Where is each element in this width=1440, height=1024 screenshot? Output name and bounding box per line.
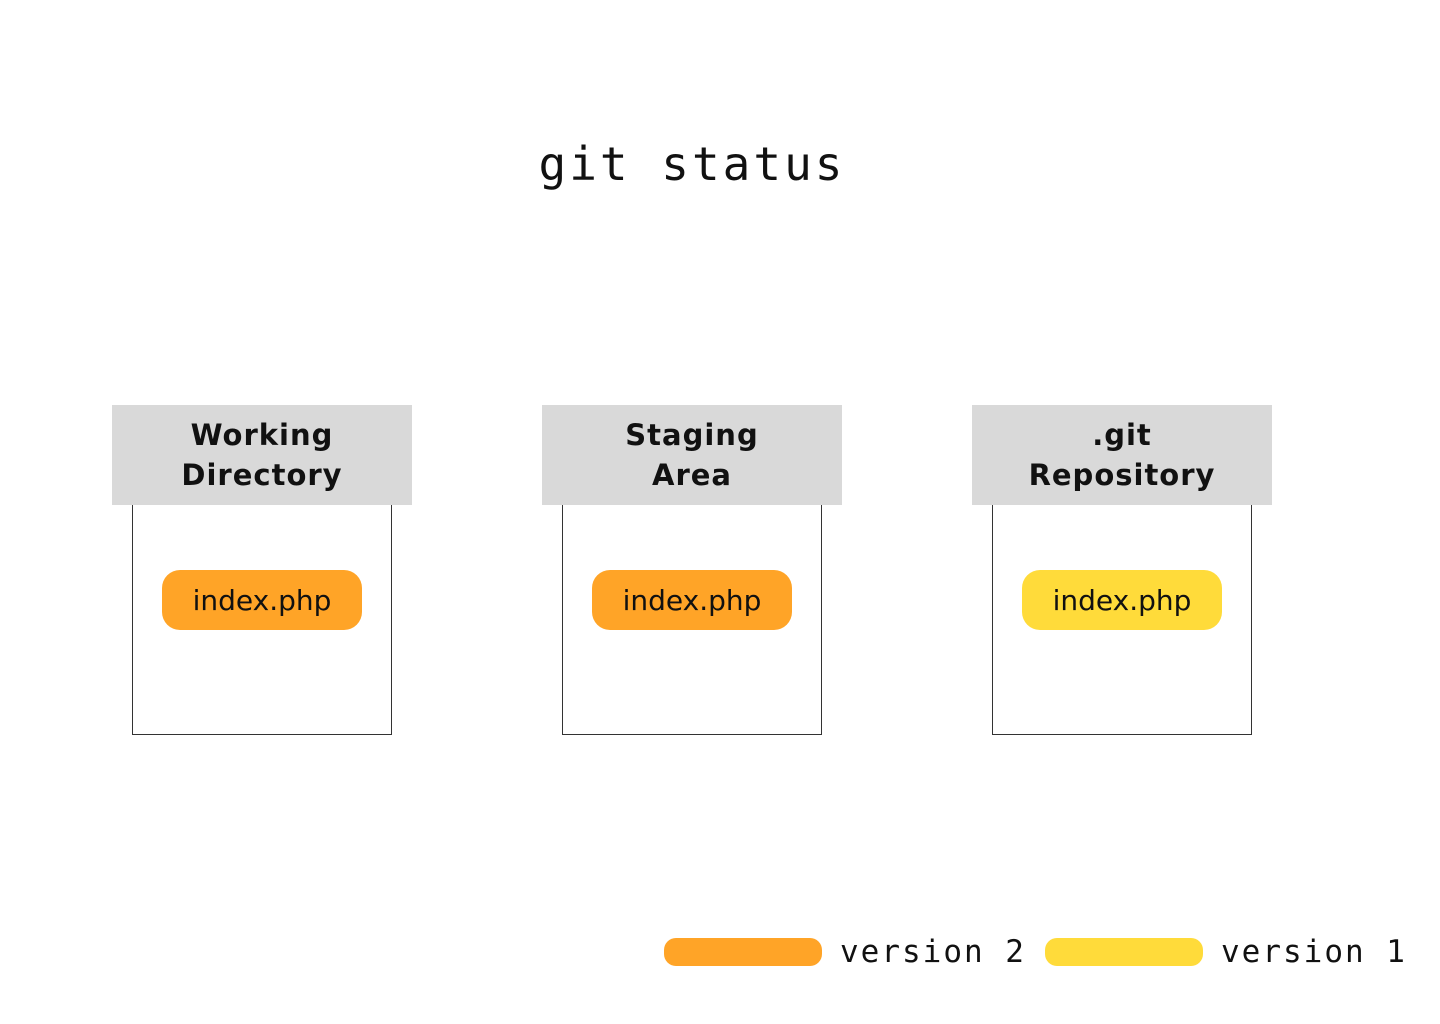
working-directory-area: Working Directory index.php (112, 405, 412, 735)
working-directory-header: Working Directory (112, 405, 412, 505)
staging-area-header-line2: Area (652, 458, 732, 492)
git-repository-box: index.php (992, 505, 1252, 735)
working-directory-header-line2: Directory (181, 458, 343, 492)
legend-label-version-2: version 2 (840, 934, 1026, 970)
staging-area-header: Staging Area (542, 405, 842, 505)
git-repository-header: .git Repository (972, 405, 1272, 505)
git-repository-header-line1: .git (1092, 418, 1152, 452)
git-repository-header-line2: Repository (1028, 458, 1216, 492)
staging-area: Staging Area index.php (542, 405, 842, 735)
staging-area-box: index.php (562, 505, 822, 735)
git-repository-area: .git Repository index.php (972, 405, 1272, 735)
working-directory-header-line1: Working (190, 418, 334, 452)
staging-area-file: index.php (592, 570, 792, 630)
working-directory-box: index.php (132, 505, 392, 735)
diagram-title: git status (538, 137, 846, 191)
legend-label-version-1: version 1 (1221, 934, 1407, 970)
working-directory-file: index.php (162, 570, 362, 630)
legend-swatch-version-1 (1045, 938, 1203, 966)
git-repository-file: index.php (1022, 570, 1222, 630)
staging-area-header-line1: Staging (625, 418, 759, 452)
legend-swatch-version-2 (664, 938, 822, 966)
